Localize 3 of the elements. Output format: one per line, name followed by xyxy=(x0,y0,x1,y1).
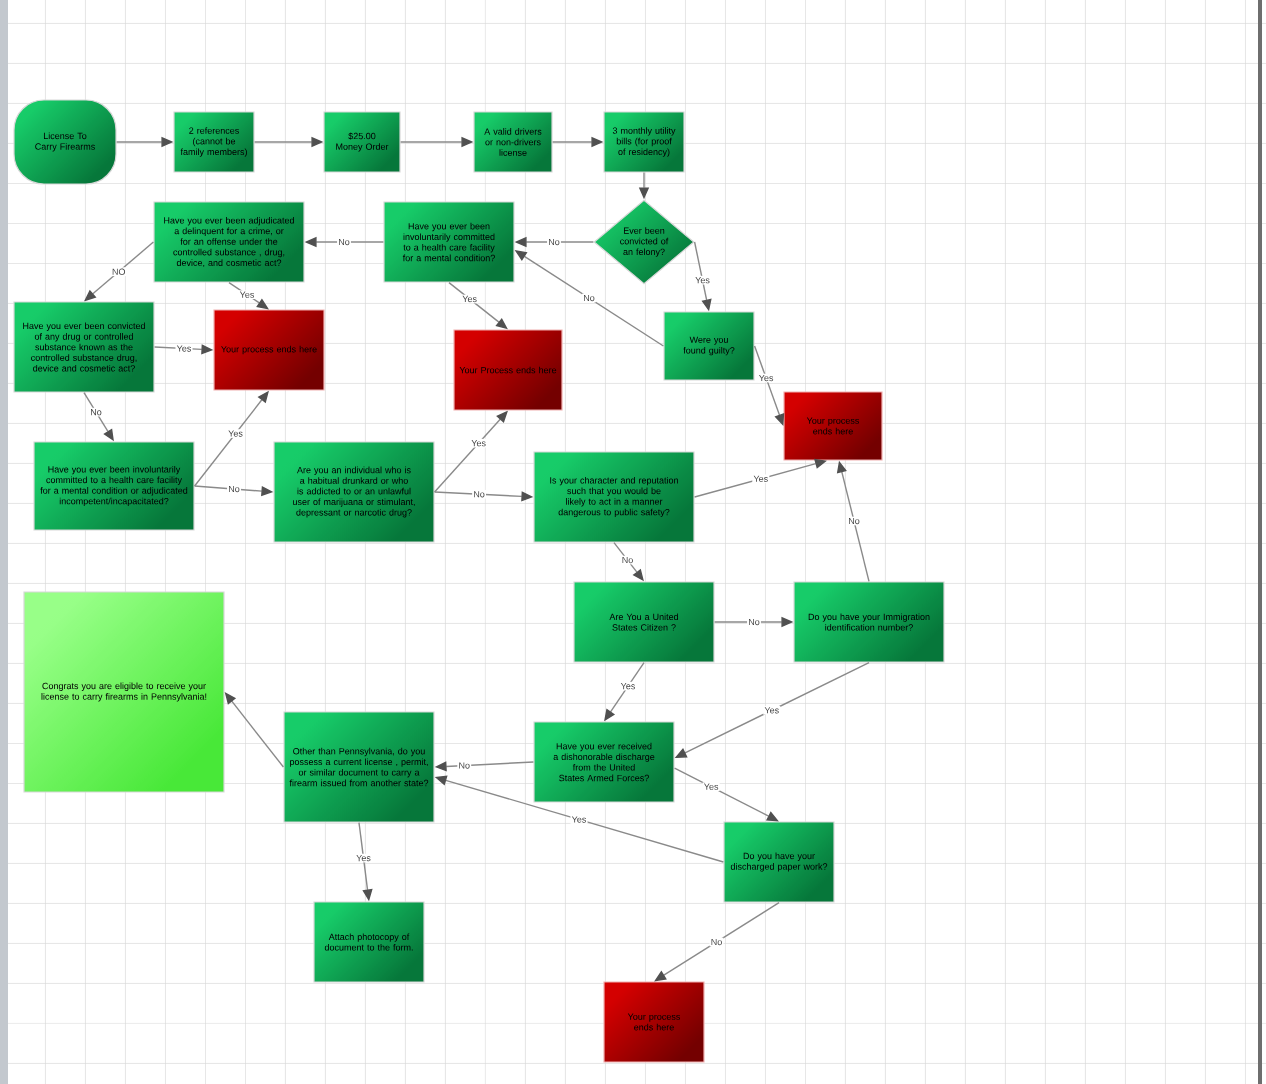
arrow xyxy=(654,901,780,982)
arrow xyxy=(673,767,779,822)
arrow xyxy=(228,281,269,310)
